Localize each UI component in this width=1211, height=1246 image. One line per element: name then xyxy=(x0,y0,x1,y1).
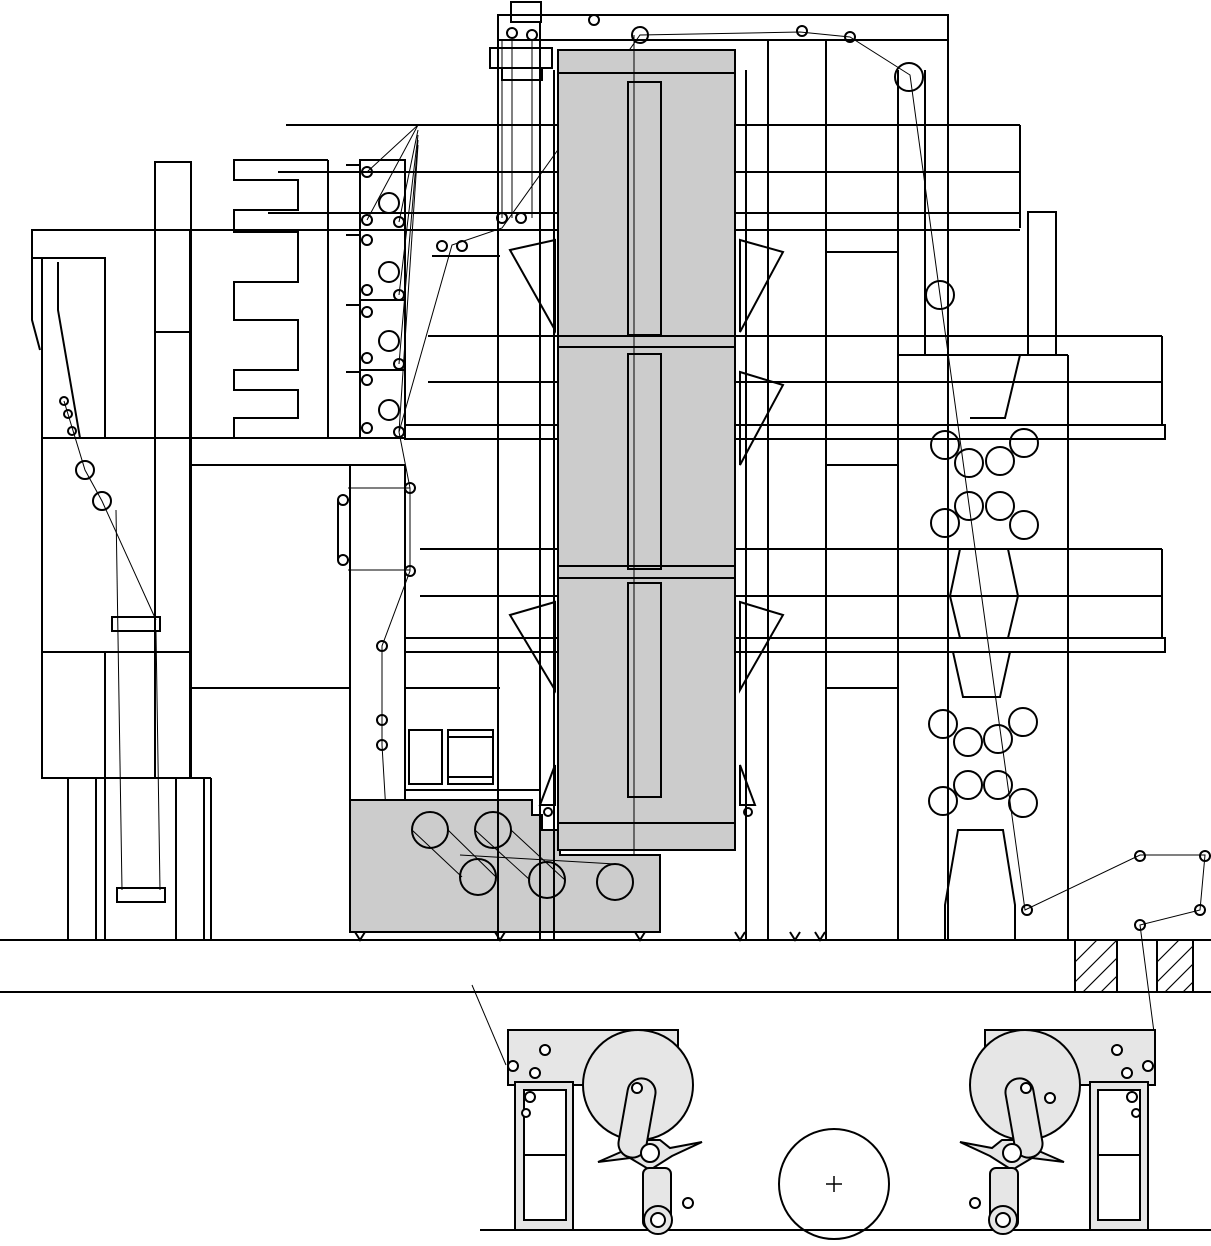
control-cabinets xyxy=(405,729,540,791)
chill-roll-unit xyxy=(349,799,661,942)
roller-ladder xyxy=(346,31,1206,1041)
comb-guide xyxy=(233,159,329,438)
floor-hatching xyxy=(1074,939,1194,993)
bracket-rollers xyxy=(337,465,500,800)
right-tower xyxy=(898,70,1211,940)
reel-stand-right xyxy=(959,1029,1156,1235)
reel-stand-left xyxy=(471,984,703,1235)
printing-tower xyxy=(489,1,955,942)
left-folder-frame xyxy=(31,161,212,940)
paper-reel xyxy=(778,1128,890,1240)
